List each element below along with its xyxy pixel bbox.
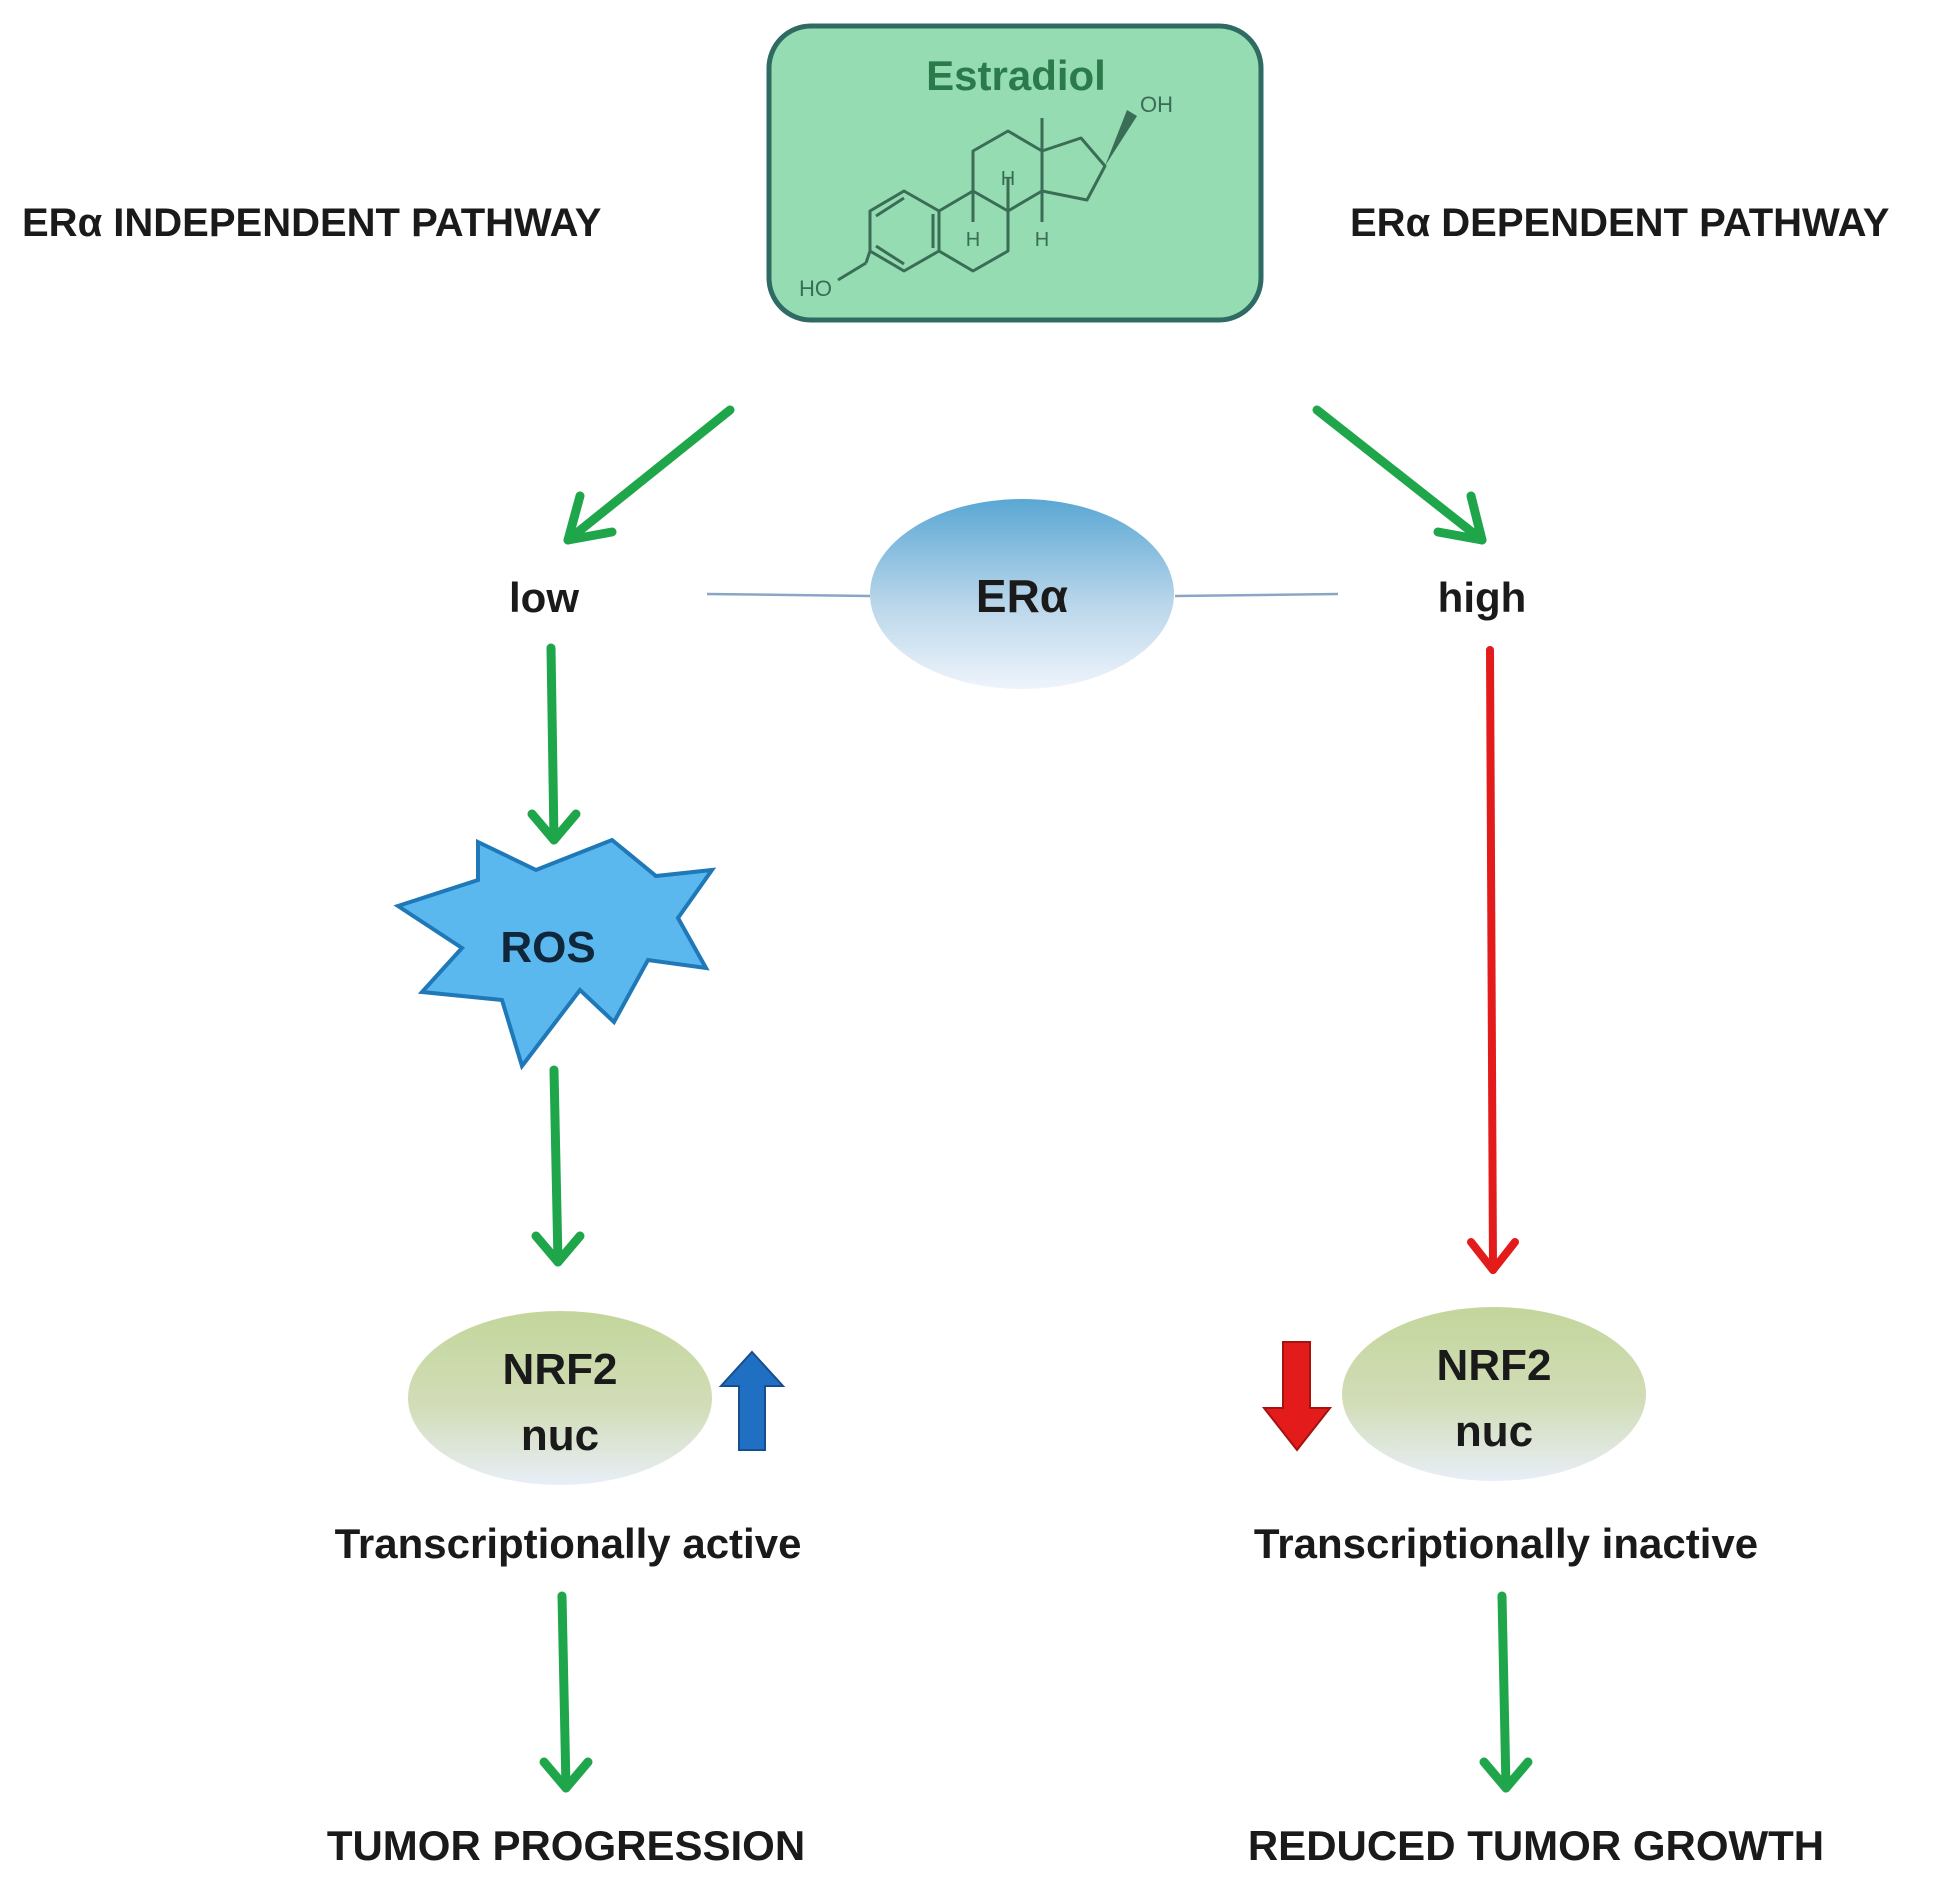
low-label: low	[509, 574, 579, 621]
era-label: ERα	[976, 570, 1068, 622]
h-label-1: H	[966, 229, 980, 251]
status-inactive: Transcriptionally inactive	[1254, 1520, 1758, 1567]
arrow-inactive-to-reduced	[1479, 1591, 1533, 1793]
up-arrow-icon	[718, 1350, 786, 1451]
arrow-low-to-ros	[527, 643, 581, 845]
ros-label: ROS	[500, 923, 595, 972]
nrf2-label-left: NRF2	[503, 1345, 618, 1394]
oh-wedge-bond	[1105, 110, 1137, 166]
arrow-estradiol-to-high	[1312, 405, 1487, 545]
nuc-label-left: nuc	[521, 1411, 599, 1460]
left-pathway-header: ERα INDEPENDENT PATHWAY	[22, 201, 602, 245]
oh-label: OH	[1140, 92, 1173, 117]
era-connector-right	[1174, 592, 1339, 598]
h-label-2: H	[1001, 168, 1015, 190]
status-active: Transcriptionally active	[335, 1520, 802, 1567]
ho-label: HO	[799, 276, 832, 301]
ros-starburst	[393, 837, 717, 1071]
h-label-3: H	[1035, 229, 1049, 251]
estradiol-title: Estradiol	[926, 52, 1106, 99]
green-arrows	[527, 405, 1533, 1793]
outcome-reduced: REDUCED TUMOR GROWTH	[1248, 1822, 1824, 1869]
era-ellipse	[870, 499, 1174, 689]
arrow-estradiol-to-low	[563, 405, 735, 545]
red-arrow-high-to-nrf2	[1467, 646, 1519, 1274]
nuc-label-right: nuc	[1455, 1407, 1533, 1456]
nrf2-label-right: NRF2	[1437, 1341, 1552, 1390]
arrow-ros-to-nrf2	[531, 1065, 585, 1267]
high-label: high	[1438, 574, 1527, 621]
arrow-active-to-progression	[539, 1591, 593, 1793]
right-pathway-header: ERα DEPENDENT PATHWAY	[1350, 201, 1890, 245]
estradiol-box: Estradiol OH HO H	[766, 23, 1264, 323]
outcome-progression: TUMOR PROGRESSION	[327, 1822, 805, 1869]
down-arrow-icon	[1261, 1341, 1333, 1452]
nrf2-ellipse-right	[1342, 1307, 1646, 1481]
era-connector-left	[706, 592, 871, 598]
estradiol-structure	[837, 118, 1107, 282]
nrf2-ellipse-left	[408, 1311, 712, 1485]
